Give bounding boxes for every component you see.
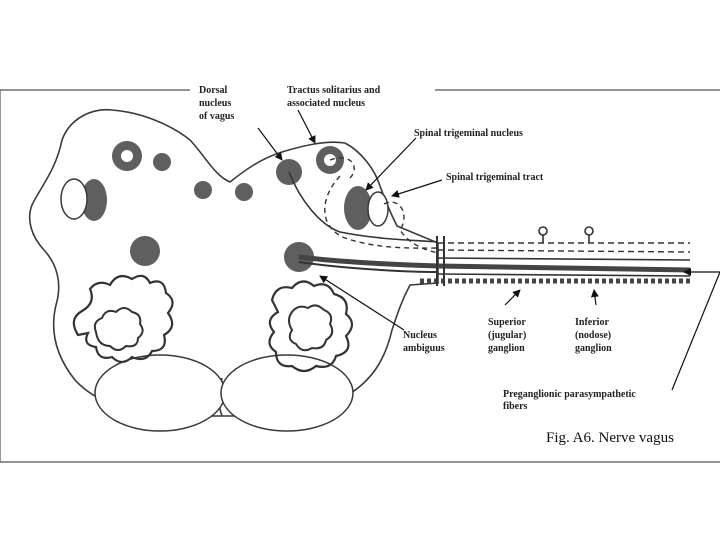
- small-nucleus: [194, 181, 212, 199]
- small-nucleus: [235, 183, 253, 201]
- left-olivary-nucleus: [72, 274, 174, 364]
- figure-frame: [0, 89, 720, 463]
- nucleus-ambiguus: [284, 242, 314, 272]
- caption-box: [538, 418, 713, 458]
- label-spinal-trigeminal-tract: Spinal trigeminal tract: [446, 172, 544, 183]
- spinal-trigeminal-tract: [367, 191, 389, 227]
- label-spinal-trigeminal-nucleus: Spinal trigeminal nucleus: [414, 128, 523, 139]
- spinal-trigeminal-nucleus: [344, 186, 372, 230]
- nerve-fibers: [288, 157, 691, 284]
- small-nucleus: [153, 153, 171, 171]
- label-preganglionic-fibers: Preganglionic parasympathetic fibers: [503, 389, 638, 412]
- label-superior-ganglion: Superior (jugular) ganglion: [488, 317, 529, 354]
- medulla-outline: [28, 108, 439, 417]
- label-inferior-ganglion: Inferior (nodose) ganglion: [575, 317, 614, 354]
- right-olivary-nucleus: [268, 280, 354, 373]
- figure-caption: Fig. A6. Nerve vagus: [546, 430, 674, 446]
- cranial-nuclei: [60, 141, 389, 272]
- gracile-nucleus: [81, 179, 107, 221]
- label-dorsal-nucleus: Dorsal nucleus of vagus: [199, 85, 234, 122]
- reticular-nucleus: [130, 236, 160, 266]
- ganglion-cells: [538, 226, 594, 243]
- label-tractus-solitarius: Tractus solitarius and associated nucleu…: [287, 85, 383, 109]
- gracile-hole: [60, 178, 88, 220]
- right-olivary-inner: [288, 304, 334, 352]
- left-pyramid: [94, 354, 226, 432]
- left-olivary-inner: [93, 307, 144, 351]
- hypoglossal-nucleus-left-hole: [121, 150, 133, 162]
- label-nucleus-ambiguus: Nucleus ambiguus: [403, 330, 445, 354]
- label-pointers: [257, 109, 720, 391]
- right-pyramid: [220, 354, 354, 432]
- exit-bars: [436, 236, 445, 286]
